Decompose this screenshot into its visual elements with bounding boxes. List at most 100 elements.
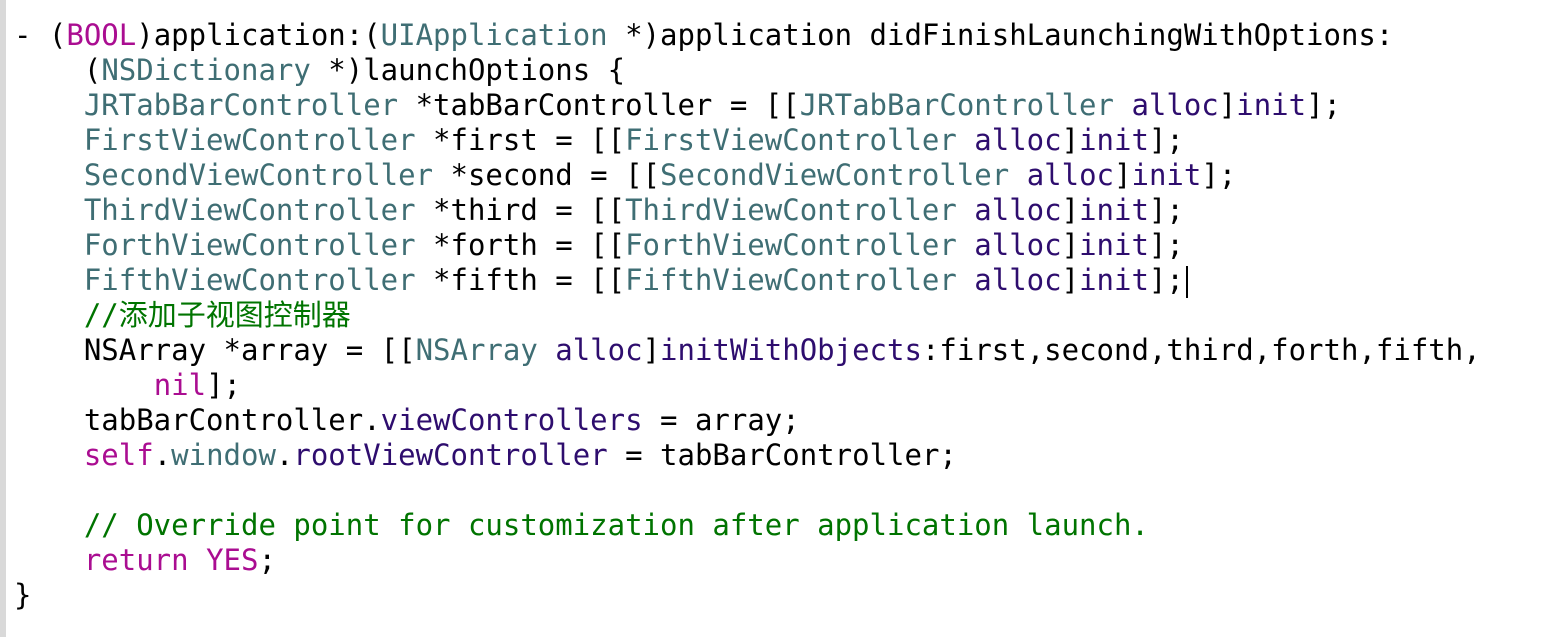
code-token-plain: ] — [642, 333, 661, 367]
code-token-method: init — [1079, 228, 1149, 262]
code-token-method: alloc — [974, 228, 1062, 262]
code-line[interactable]: } — [14, 578, 1552, 613]
code-token-plain: . — [153, 438, 172, 472]
code-line[interactable]: ForthViewController *forth = [[ForthView… — [14, 228, 1552, 263]
code-token-keyword: return — [83, 543, 189, 577]
code-token-keyword: nil — [153, 368, 207, 402]
code-token-plain — [14, 438, 84, 472]
code-token-method: init — [1131, 158, 1202, 192]
editor-gutter — [0, 0, 6, 637]
code-token-plain: *forth = [[ — [415, 228, 626, 262]
code-token-comment: // Override point for customization afte… — [83, 508, 1149, 542]
code-token-class: NSArray — [415, 333, 538, 367]
code-token-class: ThirdViewController — [625, 193, 957, 227]
code-token-plain: ]; — [1148, 123, 1184, 157]
code-token-plain: *fifth = [[ — [415, 263, 626, 297]
code-token-method: alloc — [974, 263, 1062, 297]
code-line[interactable]: (NSDictionary *)launchOptions { — [14, 53, 1552, 88]
code-token-plain: ]; — [1148, 193, 1184, 227]
code-token-plain — [1009, 158, 1026, 192]
code-line[interactable]: SecondViewController *second = [[SecondV… — [14, 158, 1552, 193]
code-token-class: UIApplication — [380, 18, 608, 52]
code-editor[interactable]: - (BOOL)application:(UIApplication *)app… — [14, 18, 1552, 613]
code-token-method: alloc — [1026, 158, 1115, 192]
code-token-method: init — [1079, 263, 1149, 297]
code-token-plain — [957, 193, 974, 227]
code-line[interactable]: // Override point for customization afte… — [14, 508, 1552, 543]
code-token-plain — [189, 543, 206, 577]
code-token-plain — [957, 263, 974, 297]
code-token-plain: *tabBarController = [[ — [398, 88, 800, 122]
code-token-method: init — [1236, 88, 1307, 122]
code-token-class: ForthViewController — [625, 228, 957, 262]
code-token-plain — [1114, 88, 1131, 122]
code-token-plain: ] — [1061, 263, 1080, 297]
code-line[interactable]: NSArray *array = [[NSArray alloc]initWit… — [14, 333, 1552, 368]
code-token-plain: ] — [1061, 228, 1080, 262]
code-token-plain: = array; — [642, 403, 800, 437]
code-token-method: init — [1079, 193, 1149, 227]
code-token-class: FifthViewController — [625, 263, 957, 297]
code-token-class: SecondViewController — [660, 158, 1010, 192]
code-token-plain — [14, 263, 84, 297]
code-token-plain: ( — [14, 53, 102, 87]
code-token-keyword: YES — [206, 543, 259, 577]
code-token-plain: } — [14, 578, 32, 612]
code-token-plain — [14, 508, 84, 542]
code-token-plain — [957, 228, 974, 262]
code-token-keyword: BOOL — [66, 18, 137, 52]
code-token-plain — [14, 88, 84, 122]
code-token-class: window — [171, 438, 276, 472]
code-line[interactable]: FifthViewController *fifth = [[FifthView… — [14, 263, 1552, 298]
code-token-plain: tabBarController. — [14, 403, 381, 437]
code-token-plain: *first = [[ — [415, 123, 626, 157]
code-token-plain: ]; — [1306, 88, 1341, 122]
code-token-method: alloc — [974, 123, 1062, 157]
code-token-plain — [14, 228, 84, 262]
code-token-method: init — [1079, 123, 1149, 157]
code-token-method: viewControllers — [380, 403, 643, 437]
code-token-plain — [14, 158, 84, 192]
code-token-class: JRTabBarController — [83, 88, 399, 122]
code-token-method: alloc — [974, 193, 1062, 227]
code-line[interactable]: - (BOOL)application:(UIApplication *)app… — [14, 18, 1552, 53]
code-line[interactable]: self.window.rootViewController = tabBarC… — [14, 438, 1552, 473]
code-token-plain: ] — [1114, 158, 1132, 192]
code-token-plain: ] — [1218, 88, 1237, 122]
code-token-plain: ] — [1061, 193, 1080, 227]
code-token-plain: ]; — [1148, 228, 1184, 262]
code-token-plain — [957, 123, 974, 157]
code-token-plain: *third = [[ — [415, 193, 626, 227]
code-token-plain — [14, 368, 154, 402]
code-token-class: FirstViewController — [83, 123, 416, 157]
code-token-plain: ; — [258, 543, 276, 577]
code-token-comment: //添加子视图控制器 — [83, 298, 351, 332]
code-token-plain: . — [275, 438, 294, 472]
code-token-plain: *second = [[ — [433, 158, 661, 192]
code-token-plain: :first,second,third,forth,fifth, — [921, 333, 1481, 367]
code-token-plain: ] — [1061, 123, 1080, 157]
code-line[interactable]: tabBarController.viewControllers = array… — [14, 403, 1552, 438]
code-line[interactable]: FirstViewController *first = [[FirstView… — [14, 123, 1552, 158]
code-token-class: SecondViewController — [83, 158, 434, 192]
code-token-class: JRTabBarController — [799, 88, 1114, 122]
code-line[interactable]: ThirdViewController *third = [[ThirdView… — [14, 193, 1552, 228]
code-token-method: alloc — [555, 333, 643, 367]
code-token-plain — [14, 123, 84, 157]
code-token-plain: - ( — [14, 18, 67, 52]
code-token-plain: ]; — [1201, 158, 1237, 192]
code-token-plain — [14, 193, 84, 227]
code-token-keyword: self — [83, 438, 154, 472]
code-token-class: NSDictionary — [101, 53, 311, 87]
code-line[interactable]: nil]; — [14, 368, 1552, 403]
text-cursor — [1185, 266, 1188, 298]
code-token-plain: NSArray *array = [[ — [14, 333, 416, 367]
code-line[interactable] — [14, 473, 1552, 508]
code-token-plain — [14, 543, 84, 577]
code-line[interactable]: //添加子视图控制器 — [14, 298, 1552, 333]
code-line[interactable]: JRTabBarController *tabBarController = [… — [14, 88, 1552, 123]
code-token-plain: *)application didFinishLaunchingWithOpti… — [607, 18, 1394, 52]
code-token-class: FifthViewController — [83, 263, 416, 297]
code-token-method: alloc — [1131, 88, 1219, 122]
code-line[interactable]: return YES; — [14, 543, 1552, 578]
